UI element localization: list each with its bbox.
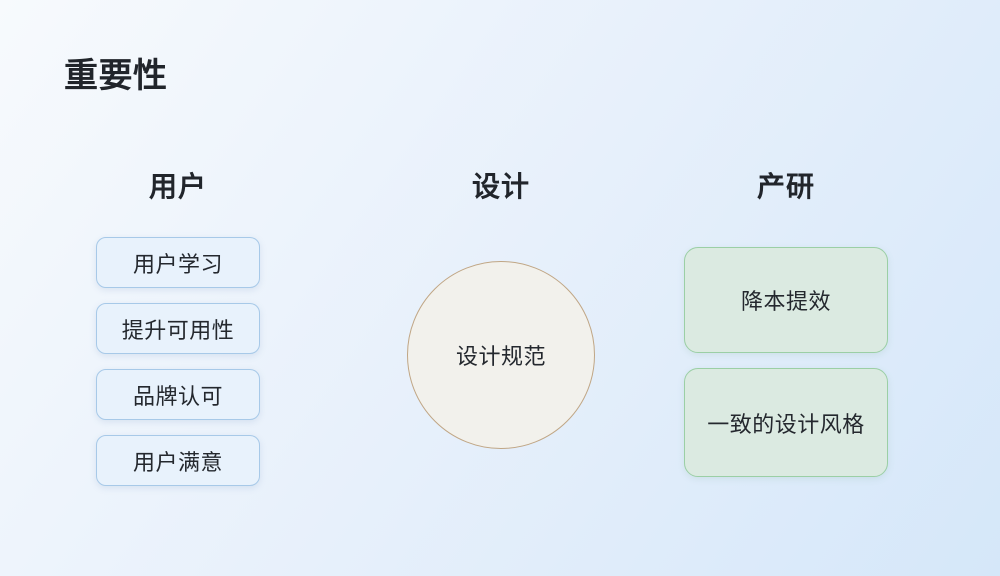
user-benefit-box-satisfaction: 用户满意: [96, 435, 260, 486]
design-spec-circle: 设计规范: [407, 261, 595, 449]
user-benefit-box-brand: 品牌认可: [96, 369, 260, 420]
prod-benefit-box-consistency: 一致的设计风格: [684, 368, 888, 477]
user-benefit-box-usability: 提升可用性: [96, 303, 260, 354]
column-header-design: 设计: [471, 171, 530, 202]
prod-benefit-box-efficiency: 降本提效: [684, 247, 888, 353]
user-benefit-box-learning: 用户学习: [96, 237, 260, 288]
column-header-product-rd: 产研: [756, 171, 815, 202]
column-header-user: 用户: [148, 171, 207, 202]
page-title: 重要性: [64, 57, 168, 95]
